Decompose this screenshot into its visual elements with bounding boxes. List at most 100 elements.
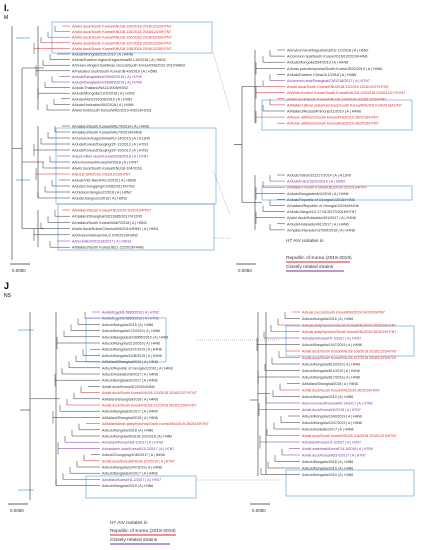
leaf-label: A/duck/Mongolia/KNU18-119/2018 | A | H4N… — [102, 435, 172, 439]
leaf-label: A/duck/Mongolia/1047/2019 | A | H4N6 — [302, 421, 362, 425]
leaf-label: A/wild duck/South Korea/KNU18-107/2018 2… — [302, 356, 397, 360]
leaf-label: A/duck/Thailand/NA11/2008/H3N2 — [72, 86, 128, 90]
connector-line — [212, 51, 231, 111]
panel-j-segment-label: NS — [4, 293, 11, 299]
leaf-label: A/chicken/Jiangsu/2/2018 | A | H9N2 — [72, 191, 132, 195]
leaf-label: A/Mallard /South Korea/KNU2019-25/2019/H… — [287, 186, 367, 190]
leaf-label: A/Green-winged teal/Anas crecca/South Ko… — [72, 64, 185, 68]
leaf-label: A/wild duck/South Korea/KNU18-107/2018 2… — [72, 41, 172, 45]
leaf-label: A/mallard/South Korea/WA87/2018 | A | H5… — [72, 221, 147, 225]
leaf-label: A/common teal/South Korea/JD16/10/2019/H… — [287, 55, 368, 59]
connector-line — [212, 169, 231, 216]
leaf-label: A/wild duck/Korea/H2/2018 | A | H7N7 — [302, 408, 361, 412]
leaf-label: A/duck/Mongolia/813/2019 | A | H4N6 — [302, 363, 360, 367]
leaf-label: A/duck/Bangladesh/2017 | A | H4N6 — [102, 410, 158, 414]
clade-box — [85, 317, 167, 363]
legend-related-label: Closely related strains — [110, 537, 158, 543]
legend-related-label: Closely related strains — [286, 264, 334, 270]
leaf-label: A/wild/Egypt/B-5885/2016 | A | H7N2 — [102, 311, 159, 315]
leaf-label: A/wild duck/Hubei/Chenhu606/2014/H9N1 | … — [72, 227, 159, 231]
leaf-label: A/mandarin duck/Korea/K10-2/2017 | A | H… — [102, 447, 174, 451]
leaf-label: A/common teal/Shanghai/CM1218/2017 | A |… — [287, 79, 370, 83]
leaf-label: A/duck/Chongqing/1040/2017 | A | H6N6 — [102, 453, 165, 457]
leaf-label: A/wild duck/South Korea/KNU18-120/2018 2… — [102, 391, 197, 395]
leaf-label: A/mallard/Korea/H32-2/2017 | A | H7N9 — [102, 441, 163, 445]
leaf-label: A/White-fronted Goose/South Korea/KNU18-… — [287, 91, 405, 95]
leaf-label: A/Mallard/Shanghai/2018 | A | H4N6 — [102, 397, 158, 401]
leaf-label: A/duck/Fukui/18/10/2016 | A | H6N2 — [287, 180, 345, 184]
clade-box — [57, 203, 215, 251]
leaf-label: A/wild duck/South Korea/KNU2019-30/2019/… — [302, 389, 380, 393]
panel-label-j: J — [4, 281, 10, 291]
leaf-label: A/duck/Mongolia/1047/2019 | A | H4N6 — [102, 466, 162, 470]
leaf-label: A/mallard/Shanghai/SD11085/2017/H12N5 — [72, 215, 142, 219]
clade-box — [261, 99, 413, 131]
leaf-label: A/wild duck/South Korea/KNU18-110/2018 2… — [72, 30, 171, 34]
leaf-label: A/duck/Mongolia/213/2019 | A | H4N6 — [102, 342, 160, 346]
leaf-label: A/mallard/Sweden/37909/2016 | A | H4N6 — [287, 228, 355, 232]
leaf-label: A/duck/Korea/Zhaoqing/ZF-10/2013 | A | H… — [72, 149, 148, 153]
leaf-label: A/duck/Mongolia/2015 | A | H4N6 — [102, 323, 153, 327]
leaf-label: A/Environment/Korea/W/2018 | A | H7N7 — [72, 161, 138, 165]
leaf-label: A/duck/Bangladesh/4/2018 | A | H4N6 — [287, 192, 349, 196]
leaf-label: A/duck/Mongolia/2019 | A | H4N6 — [302, 395, 353, 399]
leaf-label: A/duck/Mongolia/170/2019 | A | H4N6 — [102, 329, 160, 333]
scale-bar-label: 0.0050 — [252, 508, 266, 513]
clade-box — [285, 325, 415, 357]
legend-h7-label: H7 AIV isolates in — [110, 520, 148, 526]
leaf-label: A/mallard/Korea/H7-2/2017 | A | H7N7 — [302, 337, 361, 341]
leaf-label: A/duck/Hokkaido/W/2017 | A | H4N6 — [102, 373, 158, 377]
leaf-label: A/wild duck/South Korea/KNU18-109/2018 2… — [72, 25, 172, 29]
leaf-label: A/wild duck/Hokkaido/491/2017 | A | H4N6 — [287, 216, 356, 220]
leaf-label: A/Anser albifrons/South Korea/KNU2019-28… — [287, 116, 379, 120]
leaf-label: A/Mallard/Anas platyrhynchos/South Korea… — [102, 422, 209, 426]
leaf-label: A/Anas crecca/South Korea/KNU2019-24/201… — [302, 311, 385, 315]
leaf-label: A/Mallard/South Korea/JB21-22/2019/H4N6 — [72, 246, 144, 250]
leaf-label: A/mallard/Korea/H1-2/2017 | A | H7N7 — [102, 478, 161, 482]
scale-bar-label: 0.0050 — [10, 508, 24, 513]
leaf-label: A/Duck/Aichi/51019/2017 | A | H5N3 — [72, 240, 131, 244]
leaf-label: A/duck/Hokkaido/400/2016 | A | H4N6 — [72, 103, 134, 107]
leaf-label: A/wild duck/South Korea/KNU18-114/2018 2… — [287, 97, 386, 101]
leaf-label: A/wild duck/South Korea/KNU18-104/2018 — [72, 167, 142, 171]
leaf-label: A/wild/Egypt/B-5880/2016 | A | H7N2 — [102, 317, 159, 321]
scale-bar-label: 0.0050 — [238, 268, 252, 273]
clade-box — [261, 185, 413, 201]
leaf-label: A/duck/Mongolia/1040/2019 | A | H4N6 — [302, 415, 362, 419]
leaf-label: A/duck/Bangladesh/26992/2015 | A | H7N9 — [72, 75, 142, 79]
leaf-label: A/wild duck/South Korea/KNU18-106/2018 2… — [302, 350, 397, 354]
leaf-label: A/environment/Kagoshima/KU-12/2018 | A |… — [287, 49, 368, 53]
leaf-label: A/mallard/South Korea/WA174/2014/H4N6 — [72, 131, 142, 135]
leaf-label: A/Anas poecilorhyncha/South Korea/JB32/2… — [287, 67, 382, 71]
leaf-label: KNU18-104/2018 2018/12/10/H7N7 — [72, 173, 130, 177]
leaf-label: A/duck/Bangladesh/2017 | A | H4N6 — [102, 379, 158, 383]
leaf-label: A/duck/Mongolia/1115/2018 | A | H3N2 — [72, 92, 135, 96]
legend-h7-label-2: Republic of Korea (2018-2019) — [286, 255, 352, 261]
leaf-label: A/duck/Aichi/231006/2016 | A | H3N2 — [72, 97, 132, 101]
leaf-label: A/Mallard/Russia/Primorje/11/2019 | A | … — [287, 110, 361, 114]
panel-label-i: I. — [4, 3, 10, 13]
leaf-label: A/duck/Eastern China/JL1/2018 | A | H4N6 — [287, 73, 356, 77]
leaf-label: A/wild bird/South Korea/WA2/2019-4/2019/… — [72, 109, 152, 113]
leaf-label: A/duck/Mongolia/2018 | A | H4N6 — [302, 460, 353, 464]
leaf-label: A/duck/Viet Nam/HN-1/2015 | A | H6N6 — [72, 179, 136, 183]
leaf-label: A/wild duck/Korea/A53-5/2017 | A | H7N7 — [302, 454, 366, 458]
leaf-label: A/duck/Mongolia/1107/2019 | A | H4N6 — [102, 348, 162, 352]
leaf-label: A/duck/Hokkaido/2017 | A | H4N6 — [302, 428, 354, 432]
leaf-label: A/duck/Mongolia/2018 | A | H4N6 — [302, 317, 353, 321]
leaf-label: A/spot-billed duck/Korea/A208/2018 | A |… — [72, 155, 148, 159]
leaf-label: A/Mallard/Shanghai/2018 | A | H4N6 — [302, 382, 358, 386]
leaf-label: A/Anser albifrons/South Korea/KNU2019-26… — [287, 122, 379, 126]
leaf-label: A/wild duck/Korea/SD/2015/H4N6 — [102, 385, 155, 389]
leaf-label: A/mallard/South Korea/WA174/2014 | A | H… — [72, 125, 149, 129]
leaf-label: A/wild duck/South Korea/KNU2018-13/2018 … — [287, 85, 389, 89]
leaf-label: A/duck/Mongolia/2019 | A | H4N6 — [302, 473, 353, 477]
leaf-label: A/wild waterfowl/Korea/F14-5/2016 | A | … — [302, 447, 373, 451]
leaf-label: A/wild duck/Korea/KNU18-107/2018 | A | H… — [102, 459, 175, 463]
leaf-label: A/duck/Bangladesh/2017 | A | H4N6 — [102, 472, 158, 476]
leaf-label: A/duck/Hokkaido/491/2017 | A | H4N6 — [287, 222, 349, 226]
leaf-label: A/duck/Mongolia/811/2019 | A | H4N6 — [302, 369, 360, 373]
clade-box — [51, 21, 213, 54]
leaf-label: A/Mallard/Shanghai/2018 | A | H4N6 — [102, 416, 158, 420]
